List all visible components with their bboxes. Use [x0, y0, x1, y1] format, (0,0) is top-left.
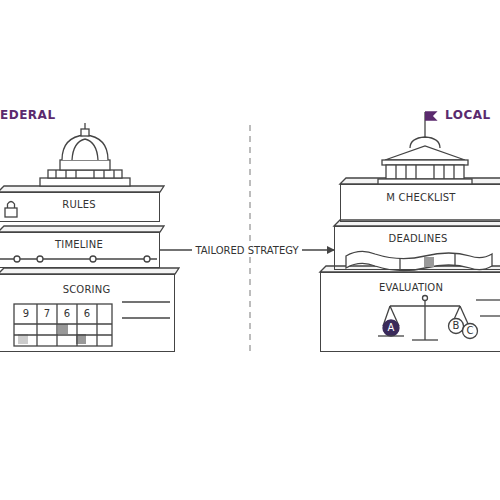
slab-title: RULES	[62, 195, 96, 210]
option-letter: C	[467, 325, 474, 337]
score-number: 9	[23, 308, 29, 320]
balance-scale	[378, 296, 500, 341]
capitol-icon	[40, 123, 130, 186]
process-slab: EVALUATION	[320, 272, 500, 352]
process-slab: DEADLINES	[334, 226, 500, 270]
slab-lips	[0, 178, 500, 274]
score-grid	[14, 302, 170, 346]
score-number: 6	[64, 308, 70, 320]
process-slab: M CHECKLIST	[340, 184, 500, 222]
divider-line	[249, 125, 250, 356]
deadline-ribbon	[346, 251, 492, 270]
city-hall-icon	[378, 112, 472, 184]
slab-title: M CHECKLIST	[386, 185, 455, 203]
lock-icon	[5, 202, 17, 218]
score-number: 6	[84, 308, 90, 320]
slab-title: SCORING	[63, 275, 111, 295]
process-slab: TIMELINE	[0, 232, 160, 268]
slab-title: TIMELINE	[55, 237, 103, 250]
option-letter: B	[453, 320, 460, 332]
score-number: 7	[44, 308, 50, 320]
slab-title: DEADLINES	[388, 231, 447, 244]
timeline-line	[0, 256, 157, 262]
option-letter: A	[388, 322, 395, 334]
region-heading: LOCAL	[445, 109, 491, 121]
process-slab: RULES	[0, 192, 160, 222]
slab-title: EVALUATION	[379, 273, 443, 293]
edge-label: TAILORED STRATEGY	[192, 244, 301, 257]
region-heading: EDERAL	[0, 109, 56, 121]
